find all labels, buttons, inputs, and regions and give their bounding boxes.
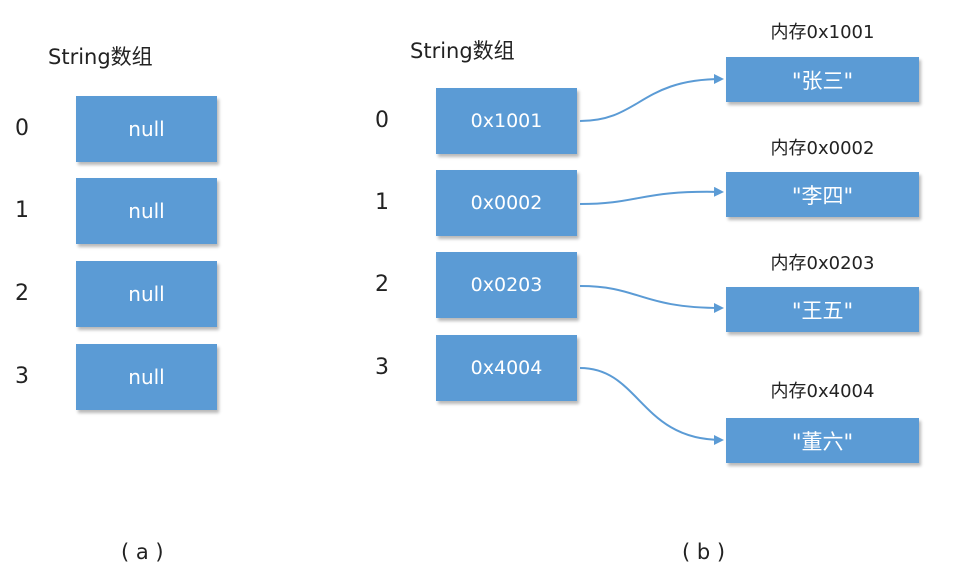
panel-b-index-3: 3: [375, 355, 389, 380]
panel-a-cell-3: null: [76, 344, 217, 410]
panel-b-index-1: 1: [375, 190, 389, 215]
memory-label-3: 内存0x4004: [770, 381, 875, 402]
panel-a-index-1: 1: [15, 198, 29, 223]
arrow-2: [579, 285, 724, 313]
memory-cell-1: "李四": [726, 172, 919, 217]
memory-label-2: 内存0x0203: [770, 253, 875, 274]
panel-a-index-2: 2: [15, 281, 29, 306]
panel-b-address-3: 0x4004: [436, 335, 577, 401]
panel-b-caption: ( b ): [682, 540, 726, 564]
panel-a-cell-1: null: [76, 178, 217, 244]
memory-label-0: 内存0x1001: [770, 22, 875, 43]
panel-a-index-3: 3: [15, 364, 29, 389]
panel-b-address-2: 0x0203: [436, 252, 577, 318]
memory-label-1: 内存0x0002: [770, 138, 875, 159]
panel-a-cell-2: null: [76, 261, 217, 327]
arrow-1: [579, 186, 724, 205]
panel-a-index-0: 0: [15, 116, 29, 141]
panel-b-address-0: 0x1001: [436, 88, 577, 154]
memory-cell-0: "张三": [726, 57, 919, 102]
memory-cell-3: "董六": [726, 418, 919, 463]
panel-b-address-1: 0x0002: [436, 170, 577, 236]
memory-cell-2: "王五": [726, 287, 919, 332]
panel-b-index-0: 0: [375, 108, 389, 133]
panel-b-index-2: 2: [375, 272, 389, 297]
panel-a-title: String数组: [48, 45, 153, 69]
panel-b-title: String数组: [410, 39, 515, 63]
panel-a-caption: ( a ): [121, 540, 164, 564]
arrow-0: [579, 74, 724, 122]
panel-a-cell-0: null: [76, 96, 217, 162]
arrow-3: [579, 367, 724, 445]
